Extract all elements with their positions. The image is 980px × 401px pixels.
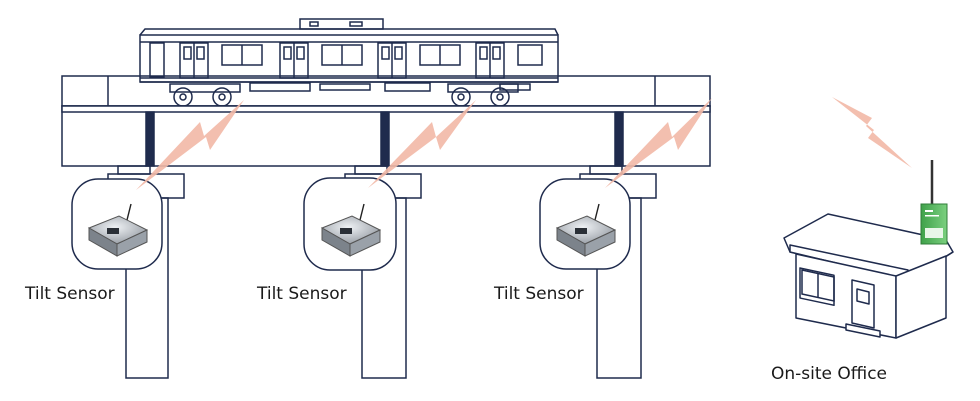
office-label: On-site Office xyxy=(771,364,888,384)
sensor-label-2: Tilt Sensor xyxy=(257,284,347,304)
bridge-deck xyxy=(61,75,711,167)
train-car-icon xyxy=(139,18,559,107)
tilt-sensor-device-icon xyxy=(320,203,382,257)
wireless-gateway-icon xyxy=(920,160,948,245)
office-window xyxy=(801,269,835,302)
sensor-label-1: Tilt Sensor xyxy=(25,284,115,304)
lightning-signal-icon xyxy=(605,98,712,188)
lightning-signal-icon xyxy=(832,97,912,168)
lightning-signal-icon xyxy=(136,100,244,190)
office-building-icon xyxy=(783,213,954,339)
lightning-signal-icon xyxy=(368,100,476,188)
sensor-label-3: Tilt Sensor xyxy=(494,284,584,304)
tilt-sensor-device-icon xyxy=(555,203,617,257)
tilt-sensor-device-icon xyxy=(87,203,149,257)
